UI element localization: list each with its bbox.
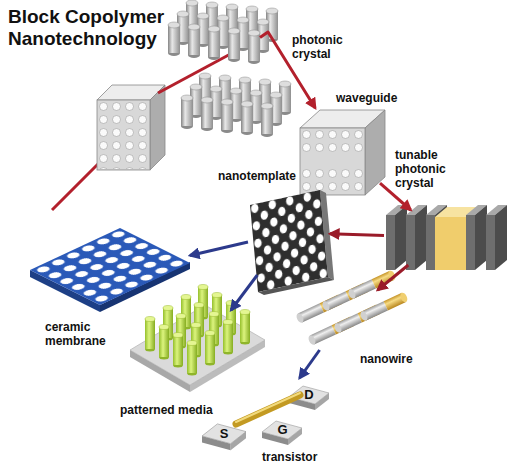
cube-side <box>150 85 165 170</box>
nanowire-channel <box>236 395 300 424</box>
pillar <box>248 30 260 64</box>
node-label: ceramic membrane <box>45 320 109 348</box>
cylinder-ends <box>301 129 364 194</box>
green-pillar <box>205 331 215 366</box>
pillar <box>208 26 220 60</box>
terminal-box: S <box>205 416 243 452</box>
flow-arrow <box>231 275 257 310</box>
illustration-node: tunable photonic crystal <box>384 210 500 265</box>
cube-holes <box>98 101 149 169</box>
node-label: nanotemplate <box>218 169 318 183</box>
terminal-label: S <box>205 416 243 452</box>
pillar <box>181 95 193 129</box>
illustration-node: transistor D SG <box>200 378 335 468</box>
wire-highlight <box>236 393 300 422</box>
terminal-box: G <box>265 414 300 446</box>
node-label: nanowire <box>360 352 430 366</box>
illustration-node: photonic crystal <box>168 2 260 137</box>
illustration-node: nanowire <box>296 290 386 350</box>
plate <box>30 228 190 305</box>
dielectric-slab <box>406 205 427 270</box>
flow-arrow <box>330 234 384 236</box>
copolymer-cube <box>97 85 165 170</box>
nanotemplate-plate <box>250 190 334 295</box>
node-label: patterned media <box>120 403 240 417</box>
nanowire-rod <box>347 270 397 300</box>
node-label: photonic crystal <box>292 33 350 61</box>
green-pillar <box>145 317 155 352</box>
pillar-array <box>168 0 291 137</box>
pillar <box>221 99 233 133</box>
dielectric-slab <box>486 205 507 270</box>
terminal-box: D <box>290 380 328 410</box>
pillar <box>168 22 180 56</box>
green-pillar <box>173 333 183 368</box>
nanowire-rod <box>359 292 409 322</box>
green-pillar <box>159 325 169 360</box>
cylinder-ends <box>98 101 149 169</box>
cube-front <box>97 100 150 170</box>
green-pillar <box>187 341 197 376</box>
layer-stack <box>386 205 507 270</box>
green-pillar <box>240 310 250 345</box>
pillar <box>241 101 253 135</box>
cube-front <box>300 128 365 195</box>
pores <box>250 190 328 292</box>
dielectric-slab <box>466 205 487 270</box>
pores <box>30 228 190 305</box>
terminal-label: G <box>265 414 300 446</box>
waveguide-cube <box>300 110 385 195</box>
ceramic-membrane-plate <box>30 228 190 312</box>
flow-arrow <box>260 32 315 108</box>
node-label: tunable photonic crystal <box>395 148 455 190</box>
pillar <box>188 24 200 58</box>
flow-arrow <box>300 350 320 378</box>
diagram-title: Block Copolymer Nanotechnology <box>8 6 183 50</box>
plate-face <box>30 228 190 305</box>
pillar <box>228 28 240 62</box>
defect-layer <box>435 217 466 270</box>
flow-arrow <box>380 183 411 210</box>
cube-holes <box>301 129 364 194</box>
node-label: waveguide <box>336 91 416 105</box>
pillar <box>201 97 213 131</box>
patterned-media-plate <box>130 285 265 393</box>
illustration-node: ceramic membrane <box>30 228 190 320</box>
flow-arrow <box>378 265 409 290</box>
waveguide-channel <box>301 154 364 167</box>
cube-side <box>365 110 385 195</box>
flow-arrow <box>190 242 248 256</box>
plate-face <box>250 190 328 292</box>
illustration-node: nanotemplate <box>248 190 330 275</box>
node-label: transistor <box>262 450 332 464</box>
illustration-node: waveguide <box>300 108 380 188</box>
green-pillar <box>223 320 233 355</box>
terminal-label: D <box>290 380 328 410</box>
dielectric-slab <box>386 205 407 270</box>
illustration-node: patterned media <box>130 310 265 400</box>
nanowire-array <box>295 270 409 346</box>
pillar <box>261 103 273 137</box>
plate <box>250 190 328 292</box>
